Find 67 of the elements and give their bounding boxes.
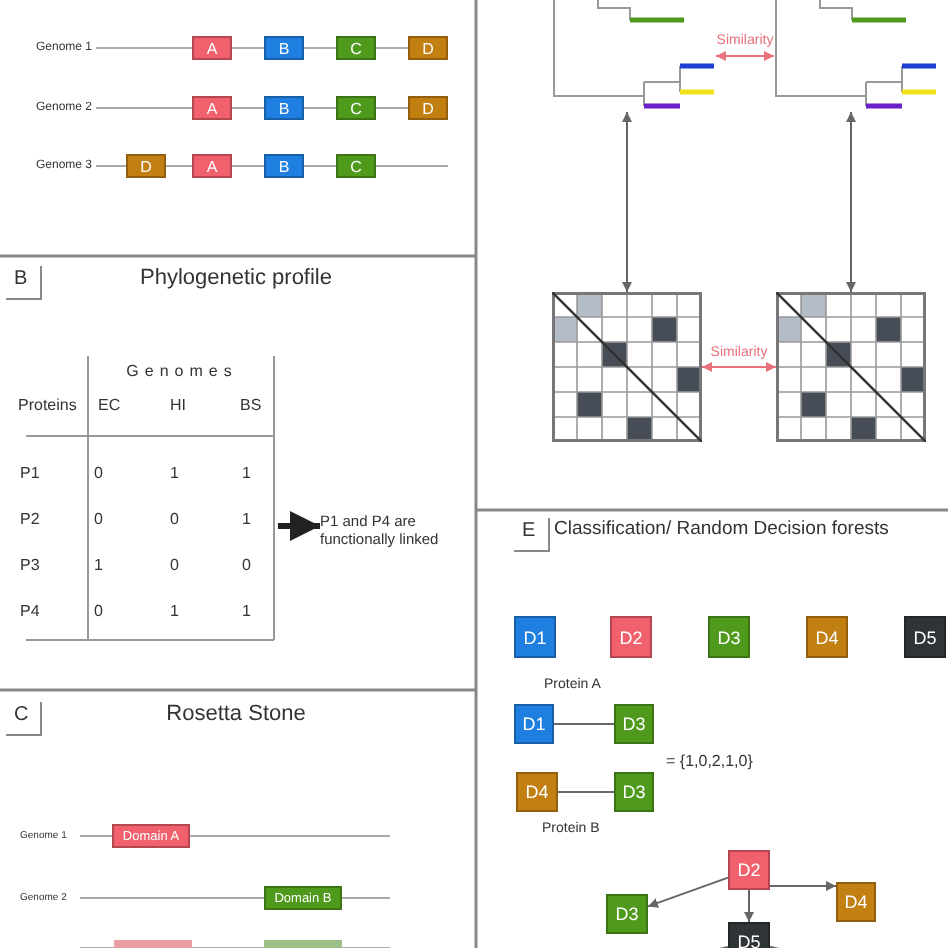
table-cell: 1: [94, 558, 103, 574]
panel-title: Rosetta Stone: [166, 704, 306, 726]
gene-box: B: [264, 96, 304, 120]
table-cell: 1: [170, 604, 179, 620]
arrow: [769, 881, 837, 891]
table-cell: 0: [170, 558, 179, 574]
domain-box: D2: [610, 616, 652, 658]
matrix-drawing: [552, 292, 702, 442]
gene-box: D: [126, 154, 166, 178]
protein-label: P1: [20, 466, 40, 482]
domain-box: D4: [516, 772, 558, 812]
gene-box: D: [408, 96, 448, 120]
arrow: [622, 111, 632, 293]
gene-box: C: [336, 96, 376, 120]
domain-box: D3: [614, 772, 654, 812]
table-cell: 0: [94, 604, 103, 620]
phylogenetic-tree-drawing: [774, 0, 942, 112]
domain-box: D5: [904, 616, 946, 658]
panel-letter: E: [514, 518, 550, 552]
panel-letter: C: [6, 702, 43, 736]
domain-box: D4: [806, 616, 848, 658]
domain-box: D5: [728, 922, 770, 948]
connector-line: [553, 723, 615, 725]
gene-box: A: [192, 36, 232, 60]
protein-label: P3: [20, 558, 40, 574]
arrow: [744, 889, 754, 923]
column-header: HI: [170, 398, 186, 414]
panel-title: Classification/ Random Decision forests: [554, 520, 889, 539]
domain-box: D1: [514, 616, 556, 658]
connector-line: [557, 791, 615, 793]
table-cell: 1: [170, 466, 179, 482]
table-cell: 0: [242, 558, 251, 574]
table-cell: 0: [94, 466, 103, 482]
column-header: BS: [240, 398, 262, 414]
column-header: EC: [98, 398, 121, 414]
gene-box: D: [408, 36, 448, 60]
arrow: [846, 111, 856, 293]
domain-box: D3: [606, 894, 648, 934]
arrow: [278, 511, 320, 541]
table-cell: 1: [242, 604, 251, 620]
arrow: [715, 51, 775, 61]
gene-box: C: [336, 36, 376, 60]
matrix-drawing: [776, 292, 926, 442]
arrow: [647, 876, 729, 908]
gene-box: B: [264, 36, 304, 60]
domain-box: D1: [514, 704, 554, 744]
domain-box: D2: [728, 850, 770, 890]
table-cell: 1: [242, 466, 251, 482]
phylogenetic-tree-drawing: [552, 0, 716, 112]
table-cell: 0: [170, 512, 179, 528]
panel-title: Phylogenetic profile: [140, 268, 332, 290]
panel-letter: B: [6, 266, 42, 300]
table-cell: 1: [242, 512, 251, 528]
domain-box: D4: [836, 882, 876, 922]
arrow: [701, 362, 777, 372]
gene-box: A: [192, 96, 232, 120]
protein-label: P2: [20, 512, 40, 528]
table-cell: 0: [94, 512, 103, 528]
gene-box: B: [264, 154, 304, 178]
domain-box: D3: [614, 704, 654, 744]
gene-box: C: [336, 154, 376, 178]
formula-text: = {1,0,2,1,0}: [666, 754, 753, 770]
column-header: Genomes: [126, 364, 238, 380]
column-header: Proteins: [18, 398, 77, 414]
protein-label: P4: [20, 604, 40, 620]
domain-box: D3: [708, 616, 750, 658]
gene-box: A: [192, 154, 232, 178]
